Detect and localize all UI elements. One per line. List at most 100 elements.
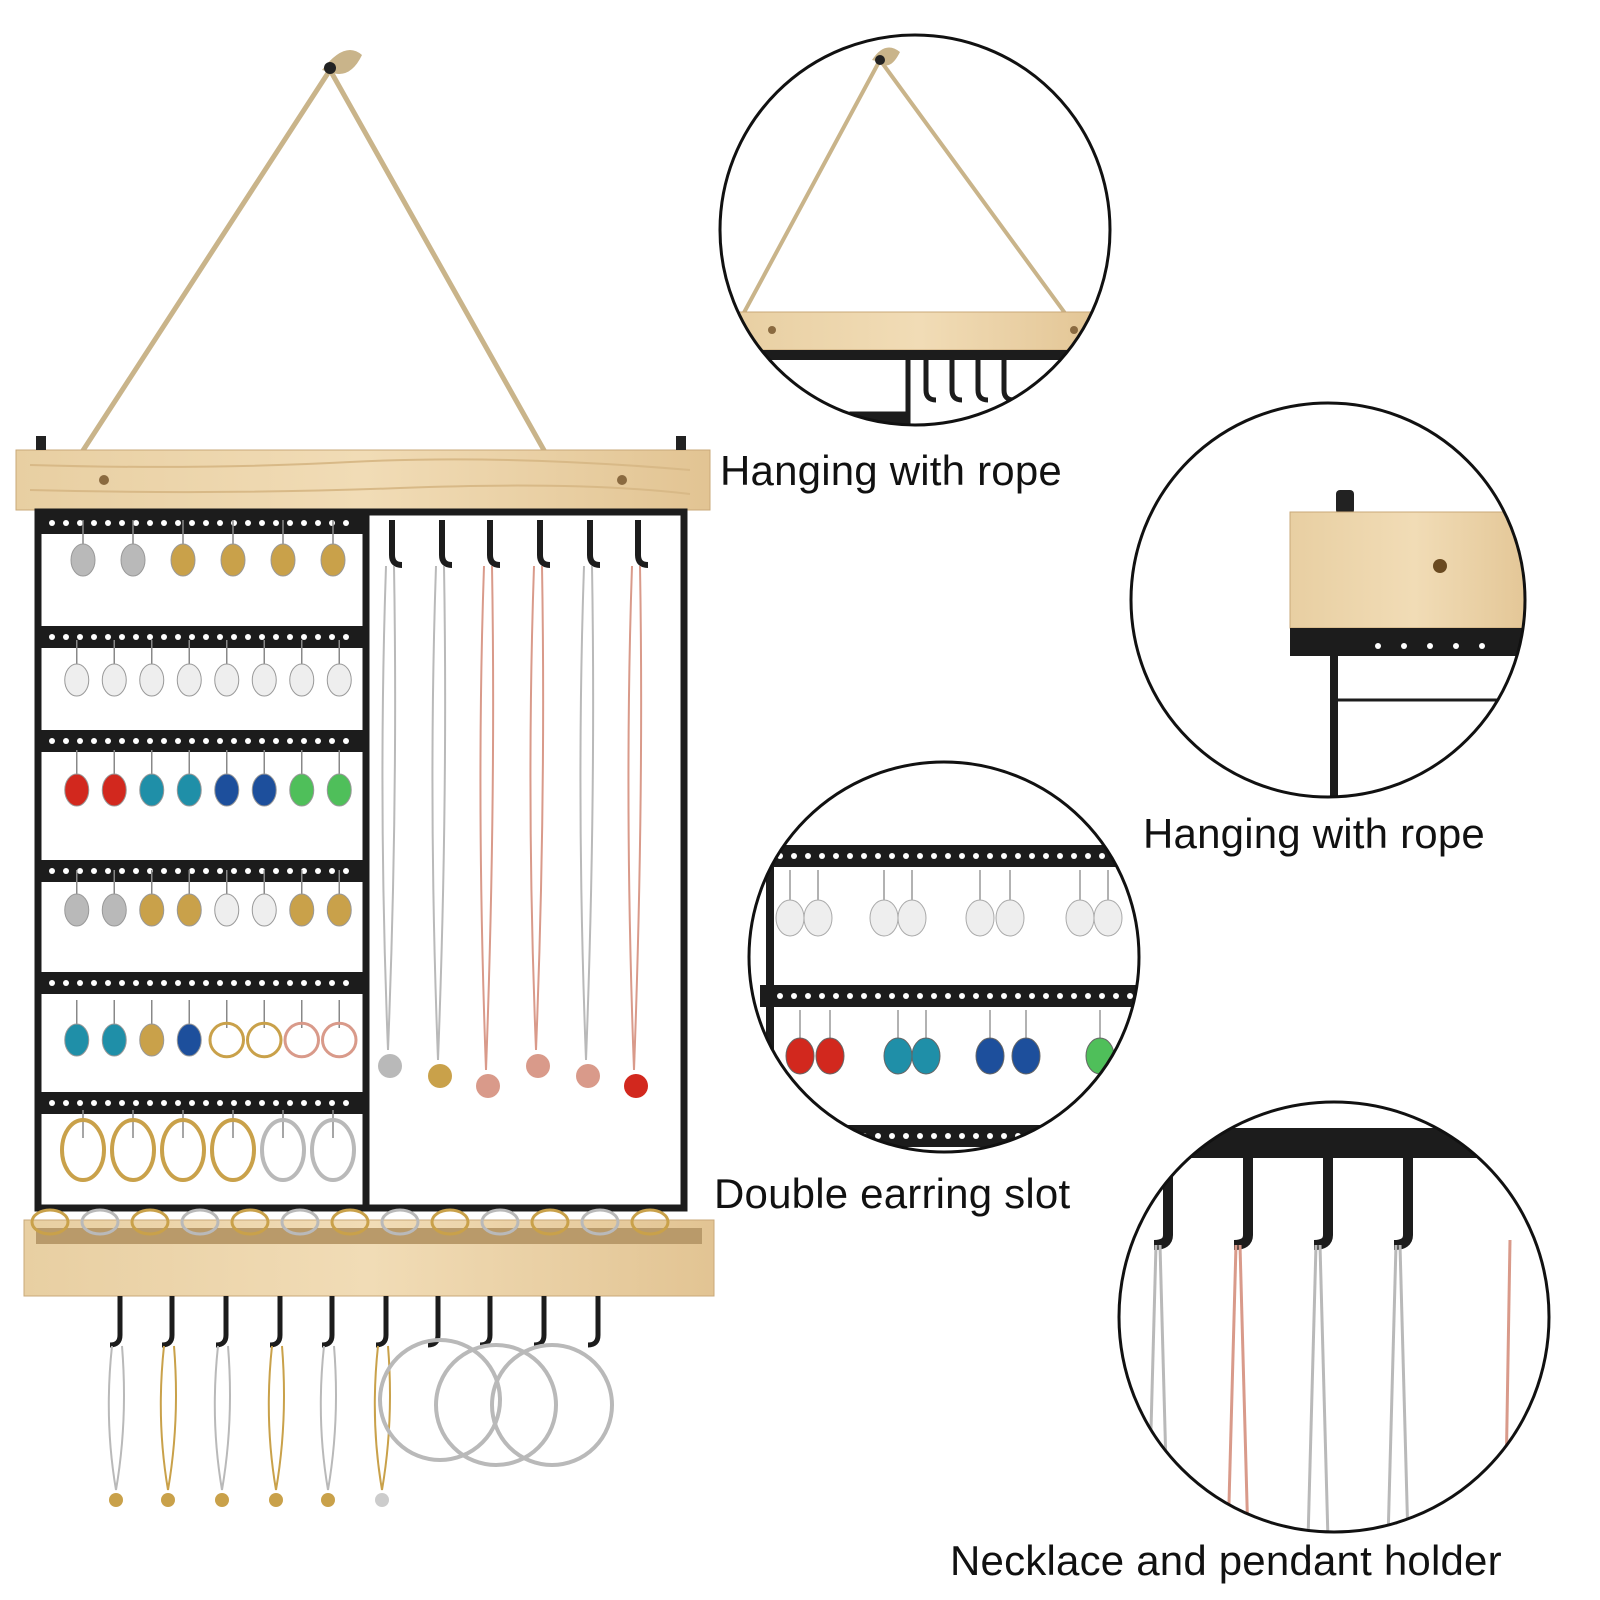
necklace-hook <box>537 520 551 568</box>
earring <box>170 543 196 577</box>
bracelet-chain <box>373 1345 391 1491</box>
gem-earring <box>975 1037 1005 1075</box>
earring <box>120 543 146 577</box>
bracelet-hooks <box>107 1296 614 1507</box>
jewelry-organizer <box>15 50 715 1507</box>
pendant <box>624 1074 648 1098</box>
necklace-hook <box>439 520 453 568</box>
earring <box>246 1021 283 1059</box>
necklace-hook <box>1393 1158 1413 1250</box>
earring <box>270 543 296 577</box>
bracelet-chain <box>107 1345 125 1491</box>
necklace-chain <box>627 565 643 1071</box>
gem-earring <box>815 1037 845 1075</box>
pendant <box>428 1064 452 1088</box>
necklace-hooks <box>378 520 649 1098</box>
necklace-hook <box>389 520 403 568</box>
earring <box>64 893 90 927</box>
detail-circle-necklace-hooks <box>1117 1100 1551 1534</box>
bracelet-chain <box>267 1345 285 1491</box>
ring <box>230 1208 270 1236</box>
ring <box>280 1208 320 1236</box>
earring <box>326 773 352 807</box>
ring <box>580 1208 620 1236</box>
earring <box>289 893 315 927</box>
necklace-chain <box>579 565 595 1061</box>
earring <box>160 1118 206 1182</box>
bracelet-chain <box>159 1345 177 1491</box>
earring <box>139 1023 165 1057</box>
gem-earring <box>785 1037 815 1075</box>
caption-hanging-with-rope-2: Hanging with rope <box>1143 810 1485 857</box>
earring <box>283 1021 320 1059</box>
earring <box>101 663 127 697</box>
earring <box>176 773 202 807</box>
necklace-hook <box>635 520 649 568</box>
earring <box>101 893 127 927</box>
earring <box>251 893 277 927</box>
ring <box>480 1208 520 1236</box>
earring <box>210 1118 256 1182</box>
pearl-earring <box>803 899 833 937</box>
top-wood-bar <box>15 449 711 511</box>
ring <box>130 1208 170 1236</box>
pearl-earring <box>995 899 1025 937</box>
caption-double-earring-slot: Double earring slot <box>714 1170 1071 1217</box>
ring <box>330 1208 370 1236</box>
ring <box>530 1208 570 1236</box>
earring-bar <box>38 1092 366 1114</box>
charm <box>375 1493 389 1507</box>
gem-earring <box>911 1037 941 1075</box>
earring <box>220 543 246 577</box>
earrings <box>60 520 358 1182</box>
bottom-hook <box>479 1296 493 1348</box>
charm <box>269 1493 283 1507</box>
bottom-hook <box>321 1296 335 1348</box>
necklace-chain <box>529 565 545 1051</box>
earring-bar <box>38 626 366 648</box>
earring <box>310 1118 356 1182</box>
earring <box>214 893 240 927</box>
charm <box>215 1493 229 1507</box>
earring <box>176 1023 202 1057</box>
ring <box>380 1208 420 1236</box>
bottom-hook <box>587 1296 601 1348</box>
earring <box>64 663 90 697</box>
ring <box>180 1208 220 1236</box>
ring <box>80 1208 120 1236</box>
ring <box>30 1208 70 1236</box>
pearl-earring <box>965 899 995 937</box>
earring <box>214 773 240 807</box>
detail-circle-earring-slots <box>747 760 1141 1154</box>
earring <box>101 773 127 807</box>
bottom-hook <box>375 1296 389 1348</box>
necklace-hook <box>1233 1158 1253 1250</box>
earring <box>251 663 277 697</box>
earring <box>320 543 346 577</box>
necklace-chain <box>431 565 447 1061</box>
earring <box>208 1021 245 1059</box>
ring <box>430 1208 470 1236</box>
earring <box>176 893 202 927</box>
bottom-hook <box>269 1296 283 1348</box>
earring <box>139 893 165 927</box>
bracelet-chain <box>213 1345 231 1491</box>
necklace-hook <box>1153 1158 1173 1250</box>
earring <box>64 1023 90 1057</box>
bangle <box>434 1343 558 1467</box>
earring-bar <box>38 972 366 994</box>
earring <box>251 773 277 807</box>
caption-hanging-with-rope: Hanging with rope <box>720 447 1062 494</box>
pendant <box>576 1064 600 1088</box>
pearl-earring <box>1065 899 1095 937</box>
earring <box>110 1118 156 1182</box>
pendant <box>526 1054 550 1078</box>
earring <box>139 663 165 697</box>
pearl-earring <box>869 899 899 937</box>
earring-bar <box>38 512 366 534</box>
rings <box>30 1208 670 1236</box>
necklace-hook <box>487 520 501 568</box>
earring <box>289 663 315 697</box>
